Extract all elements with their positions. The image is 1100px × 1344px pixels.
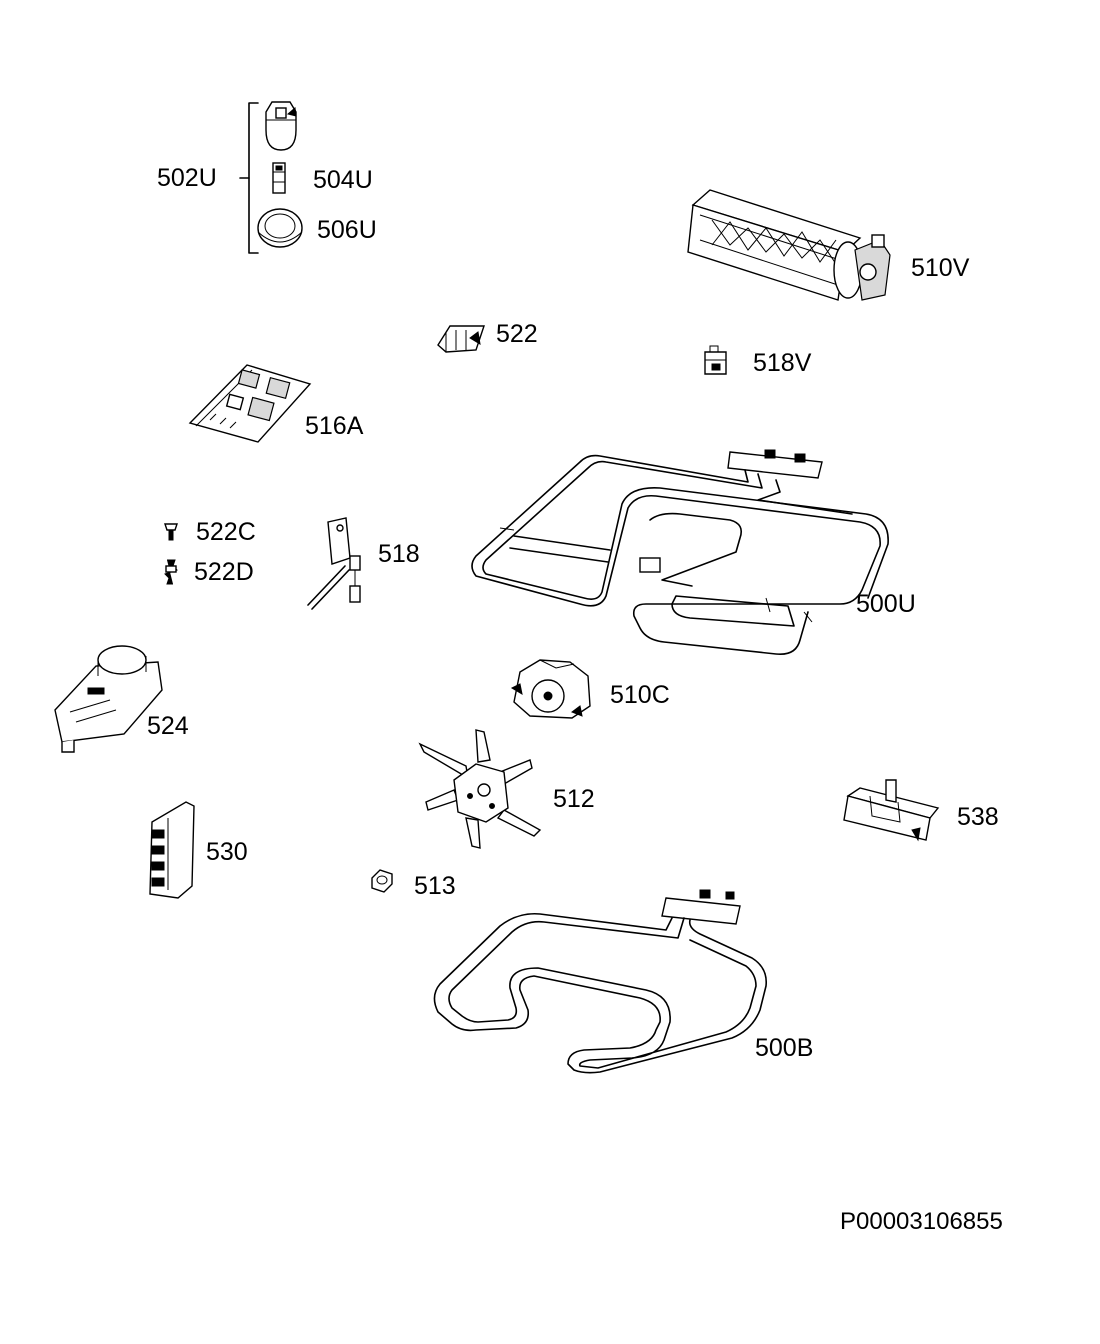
part-label-504U: 504U <box>313 166 373 194</box>
part-label-516A: 516A <box>305 412 364 440</box>
part-label-530: 530 <box>206 838 248 866</box>
part-label-510V: 510V <box>911 254 970 282</box>
spindle-part-504U-drawing <box>272 162 286 194</box>
knob-cap-506U-drawing <box>257 208 303 248</box>
thermostat-probe-518-drawing <box>307 517 361 610</box>
bracket-538-drawing <box>843 779 940 842</box>
part-label-513: 513 <box>414 872 456 900</box>
part-label-522C: 522C <box>196 518 256 546</box>
connector-522-drawing <box>437 325 485 353</box>
door-lock-524-drawing <box>54 645 163 753</box>
fastener-522D-drawing <box>164 559 178 585</box>
fan-blade-512-drawing <box>418 729 542 849</box>
document-code: P00003106855 <box>840 1208 1003 1235</box>
part-label-500B: 500B <box>755 1034 814 1062</box>
part-label-518: 518 <box>378 540 420 568</box>
knob-part-504U-drawing <box>265 101 297 151</box>
tangential-fan-510V-drawing <box>687 189 891 301</box>
part-label-538: 538 <box>957 803 999 831</box>
part-label-524: 524 <box>147 712 189 740</box>
fan-motor-510C-drawing <box>510 659 591 719</box>
part-label-502U: 502U <box>157 164 217 192</box>
part-label-522: 522 <box>496 320 538 348</box>
fastener-522C-drawing <box>164 523 178 541</box>
terminal-block-530-drawing <box>149 801 195 899</box>
circuit-board-516A-drawing <box>188 364 312 443</box>
part-label-506U: 506U <box>317 216 377 244</box>
part-label-522D: 522D <box>194 558 254 586</box>
part-label-512: 512 <box>553 785 595 813</box>
part-label-518V: 518V <box>753 349 812 377</box>
nut-513-drawing <box>371 869 393 893</box>
group-bracket-502U <box>239 102 259 254</box>
thermostat-bracket-518V-drawing <box>704 345 727 375</box>
upper-heating-element-500U-drawing <box>471 449 889 656</box>
part-label-500U: 500U <box>856 590 916 618</box>
part-label-510C: 510C <box>610 681 670 709</box>
lower-heating-element-500B-drawing <box>433 889 768 1074</box>
